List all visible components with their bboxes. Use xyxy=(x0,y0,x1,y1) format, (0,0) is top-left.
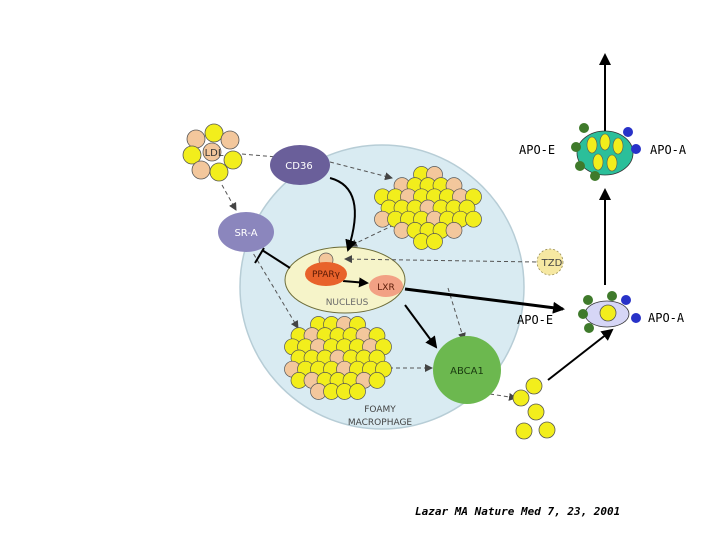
apo-e-marker xyxy=(590,171,600,181)
tzd-drug xyxy=(536,248,564,276)
lipid-droplet xyxy=(512,389,530,407)
lipid-droplet xyxy=(612,137,624,155)
foamy-macrophage-label: FOAMY xyxy=(364,405,396,415)
sra-label: SR-A xyxy=(234,228,257,239)
nucleus xyxy=(284,246,406,314)
apo-a-marker xyxy=(631,144,641,154)
lipid-droplet xyxy=(186,129,206,149)
sra-to-lipid-arrow xyxy=(249,247,299,329)
sra-inhibition-line xyxy=(261,249,291,269)
apo-e-marker xyxy=(607,291,617,301)
apo-a-label-middle: APO-A xyxy=(648,311,685,325)
ppar-to-lxr-arrow xyxy=(342,277,369,288)
apo-a-marker xyxy=(631,313,641,323)
abca1-label: ABCA1 xyxy=(450,366,484,377)
ppar-label: PPARγ xyxy=(312,270,341,280)
lipid-droplet xyxy=(599,304,617,322)
lxr-label: LXR xyxy=(377,283,394,293)
lipid-droplet xyxy=(202,142,222,162)
lipid-droplet xyxy=(445,222,463,239)
lipid-droplet xyxy=(191,160,211,180)
cd36-label: CD36 xyxy=(285,161,312,172)
nucleus-to-abca1-arrow xyxy=(447,287,466,341)
lxr-to-abca1-arrow xyxy=(404,304,438,349)
apo-e-marker xyxy=(579,123,589,133)
abca1-to-lipid-efflux-arrow xyxy=(489,392,517,401)
lipid-droplet xyxy=(515,422,533,440)
lipid-cluster-lower xyxy=(284,316,392,400)
lxr-to-apoe-arrow xyxy=(404,287,565,314)
apo-e-marker xyxy=(578,309,588,319)
ldl-label: LDL xyxy=(205,148,224,159)
lipid-droplet xyxy=(368,372,386,389)
lipid-droplet xyxy=(349,383,366,400)
lipid-droplet xyxy=(606,154,618,172)
lipid-cluster-upper xyxy=(374,166,482,250)
lipid-droplet xyxy=(527,403,545,421)
lipid-droplet xyxy=(586,136,598,154)
sra-receptor xyxy=(218,212,274,252)
nascent-hdl-particle xyxy=(578,291,641,333)
tzd-label: TZD xyxy=(541,258,563,269)
apo-a-label-top: APO-A xyxy=(650,143,687,157)
lipid-droplet xyxy=(538,421,556,439)
lipid-droplet xyxy=(209,162,229,182)
lipid-droplet xyxy=(204,123,224,143)
lipid-droplet xyxy=(599,133,611,151)
effluxed-lipids xyxy=(512,377,556,440)
apo-e-marker xyxy=(571,142,581,152)
apo-e-marker xyxy=(584,323,594,333)
lipid-to-nascent-hdl-arrow xyxy=(547,328,614,381)
apo-e-marker xyxy=(583,295,593,305)
cd36-receptor xyxy=(270,145,330,185)
lxr xyxy=(369,275,403,297)
ppar-gamma xyxy=(305,262,347,286)
lipid-droplet xyxy=(223,150,243,170)
cd36-to-ppar-arrow xyxy=(329,177,357,252)
apo-a-marker xyxy=(621,295,631,305)
solid-pathway-arrows xyxy=(254,53,614,381)
foamy-macrophage-label-line2: MACROPHAGE xyxy=(348,418,413,428)
nucleus-label: NUCLEUS xyxy=(326,298,369,308)
ldl-particle xyxy=(182,123,243,182)
sra-inhibition-bar xyxy=(254,247,265,264)
lipid-droplet xyxy=(426,233,443,250)
lipid-droplet xyxy=(525,377,543,395)
lipid-droplet xyxy=(465,210,482,228)
apo-e-marker xyxy=(575,161,585,171)
lipid-droplet xyxy=(182,145,202,165)
apo-e-label-top: APO-E xyxy=(519,143,555,157)
apo-a-marker xyxy=(623,127,633,137)
abca1-transporter xyxy=(433,336,501,404)
tzd-to-ppar-arrow xyxy=(344,255,537,264)
cd36-to-lipid-arrow xyxy=(329,161,393,181)
lipid-droplet xyxy=(592,153,604,171)
mature-hdl-particle xyxy=(571,123,641,181)
ldl-to-sra-arrow xyxy=(221,184,237,211)
apo-e-label-middle: APO-E xyxy=(517,313,553,327)
citation: Lazar MA Nature Med 7, 23, 2001 xyxy=(415,505,620,518)
lipid-droplet xyxy=(220,130,240,150)
